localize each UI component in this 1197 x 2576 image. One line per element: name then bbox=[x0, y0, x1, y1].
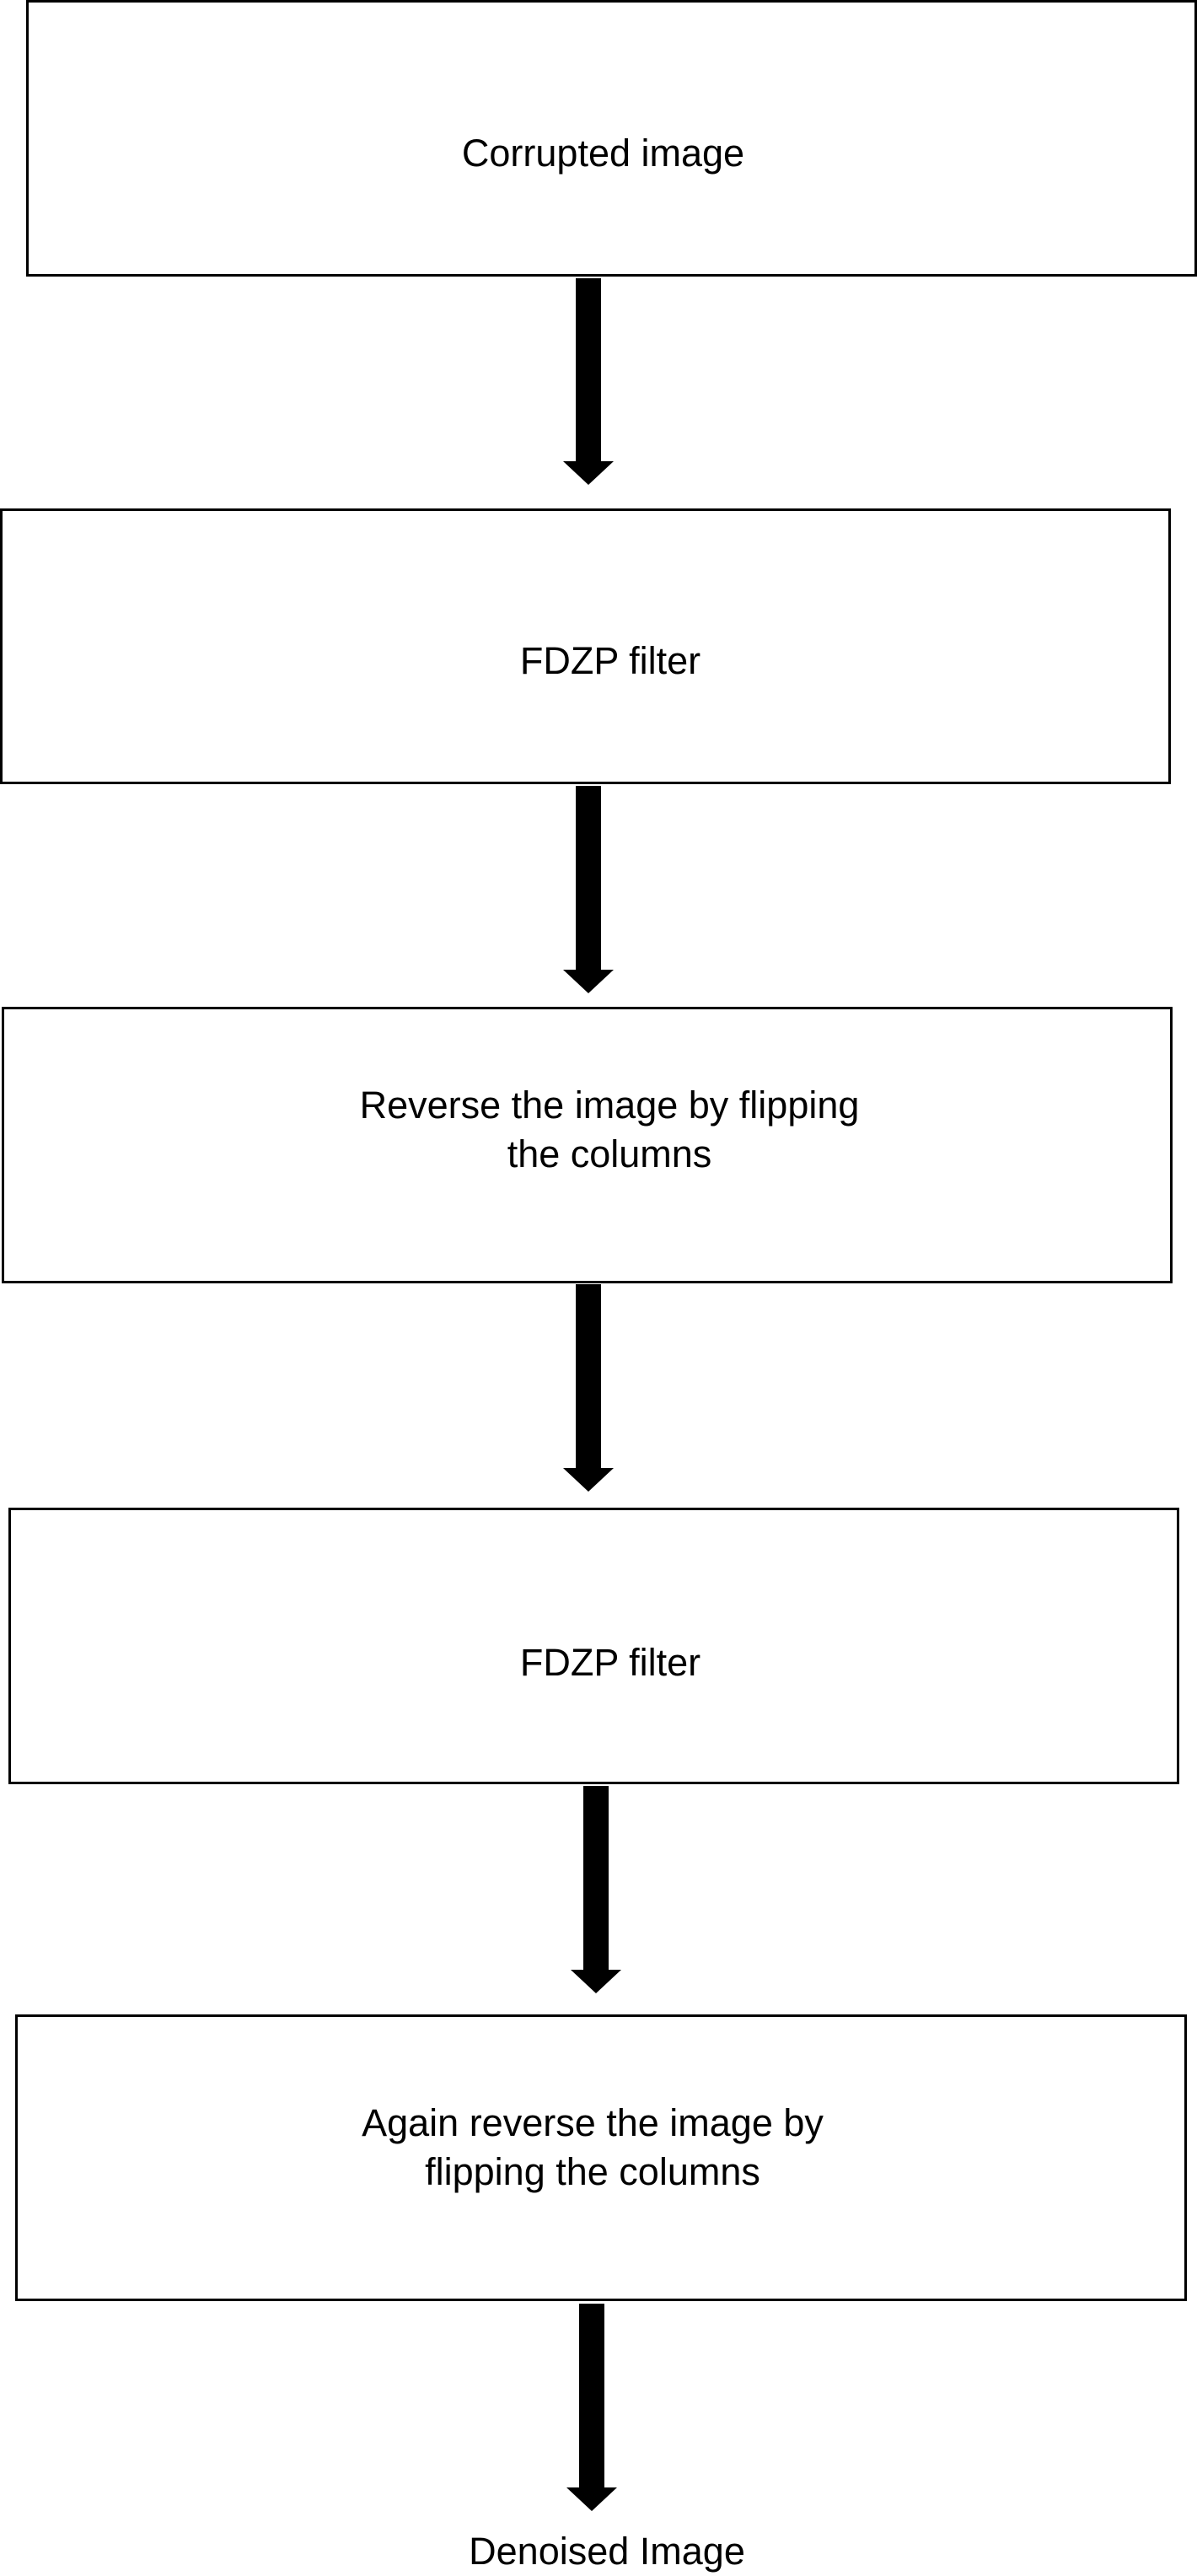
step-box-again-reverse-columns bbox=[15, 2014, 1187, 2301]
step-box-corrupted-image bbox=[26, 0, 1197, 277]
step-label-reverse-columns: Reverse the image by flipping the column… bbox=[359, 1084, 860, 1175]
step-label-again-reverse-columns: Again reverse the image by flipping the … bbox=[362, 2101, 824, 2193]
step-label-fdzp-filter-2: FDZP filter bbox=[519, 1641, 701, 1684]
step-label-corrupted-image: Corrupted image bbox=[461, 132, 745, 175]
flow-arrow-2 bbox=[563, 786, 614, 993]
step-box-reverse-columns bbox=[2, 1007, 1173, 1283]
step-box-fdzp-filter-1 bbox=[0, 508, 1171, 784]
flow-arrow-5 bbox=[566, 2304, 617, 2511]
output-label-denoised-image: Denoised Image bbox=[469, 2530, 745, 2573]
flow-arrow-3 bbox=[563, 1284, 614, 1492]
flow-arrow-4 bbox=[571, 1786, 621, 1993]
step-label-fdzp-filter-1: FDZP filter bbox=[519, 639, 701, 682]
step-box-fdzp-filter-2 bbox=[8, 1508, 1179, 1784]
flow-arrow-1 bbox=[563, 278, 614, 485]
